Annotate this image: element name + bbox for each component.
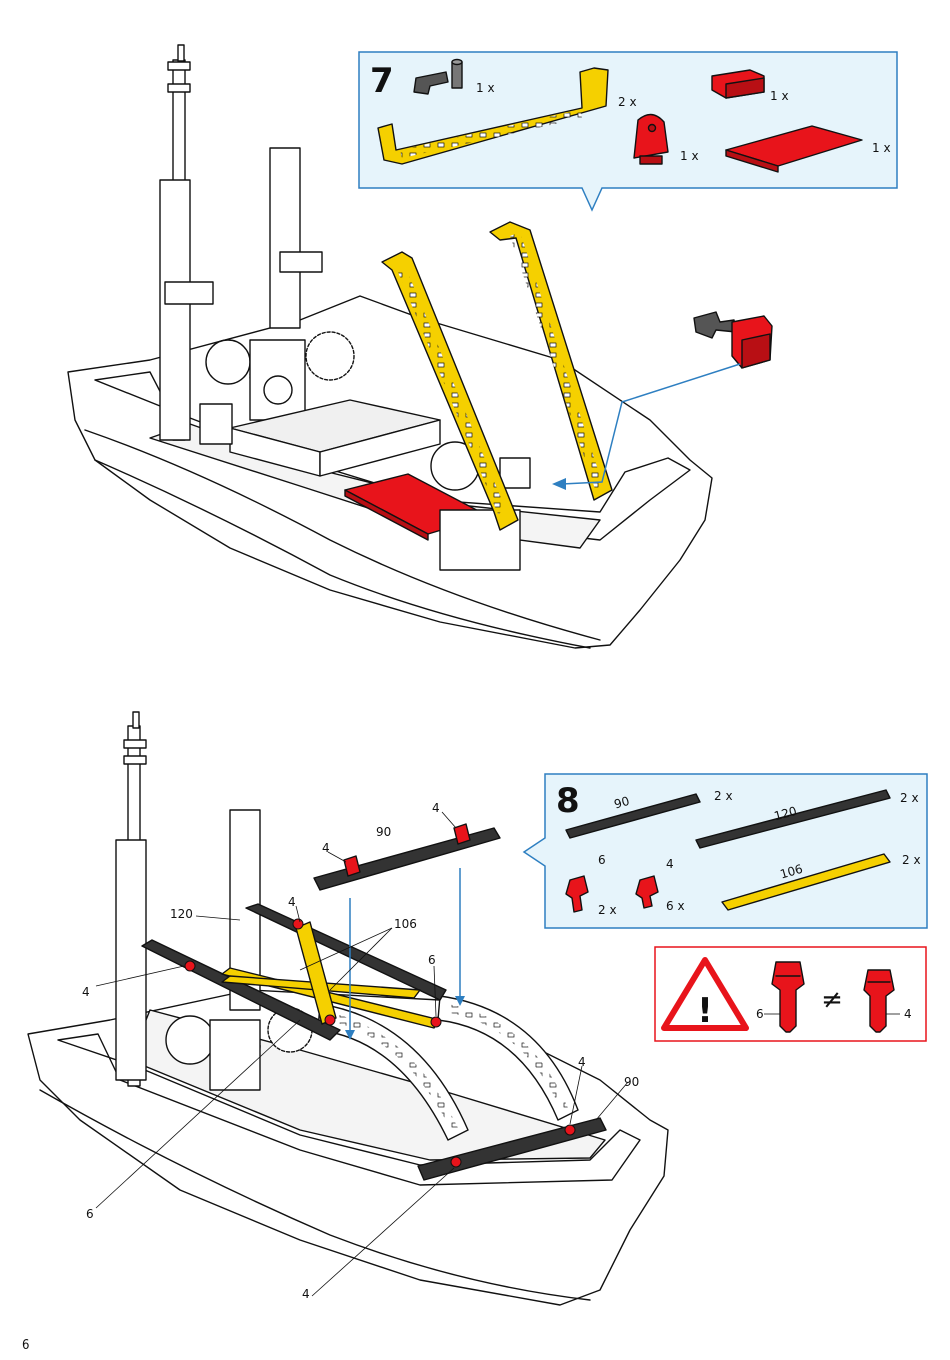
drop-guides-step8	[349, 868, 461, 1036]
callout-4-left: 4	[82, 985, 90, 999]
strut-90-qty: 2 x	[714, 789, 733, 803]
callout-4-mid: 4	[288, 895, 296, 909]
mast-step7	[159, 44, 191, 441]
rivet-6-label: 6	[598, 853, 606, 867]
callout-4-left-top: 4	[322, 841, 330, 855]
red-clip-block-part	[711, 69, 765, 99]
red-pivot-bracket-qty: 1 x	[680, 149, 699, 163]
rivet-6-part	[565, 875, 589, 913]
strut-106-qty: 2 x	[902, 853, 921, 867]
page-number: 6	[22, 1338, 30, 1353]
warning-triangle-icon: !	[661, 957, 749, 1031]
strut-106-upright	[295, 921, 337, 1025]
warning-label-4: 4	[904, 1007, 912, 1021]
red-clip-with-lever	[693, 311, 773, 369]
callout-120: 120	[170, 907, 193, 921]
arch-right	[437, 995, 579, 1121]
svg-text:!: !	[697, 991, 713, 1031]
mast-step8	[115, 711, 147, 1087]
callout-4-bottom: 4	[302, 1287, 310, 1301]
strut-106-part	[721, 853, 891, 911]
callout-90-top: 90	[376, 825, 391, 839]
rivet-6-warning-icon	[771, 961, 805, 1033]
red-clip-block-qty: 1 x	[770, 89, 789, 103]
strut-90-part	[565, 793, 701, 839]
callout-106: 106	[394, 917, 417, 931]
step7-parts-panel: 7 1 x 2 x 1 x 1 x	[358, 51, 898, 212]
strut-90-label: 90	[612, 794, 631, 812]
pivot-lever-qty: 1 x	[476, 81, 495, 95]
guide-line-step7	[561, 363, 741, 485]
red-pivot-bracket-part	[633, 113, 669, 165]
warning-label-6: 6	[756, 1007, 764, 1021]
pivot-lever-part	[413, 58, 463, 95]
rivet-4-part	[635, 875, 659, 909]
red-plate-part	[725, 125, 863, 173]
column-step7	[269, 147, 301, 329]
strut-90-front	[417, 1117, 607, 1181]
rivet-4-label: 4	[666, 857, 674, 871]
arch-left	[317, 1003, 469, 1141]
step7-number: 7	[370, 61, 394, 101]
warning-box: ! 6 ≠ 4	[654, 946, 927, 1042]
callout-4-right: 4	[578, 1055, 586, 1069]
rivet-4-warning-icon	[863, 969, 895, 1033]
callout-90-right: 90	[624, 1075, 639, 1089]
rivet-6-qty: 2 x	[598, 903, 617, 917]
step8-parts-panel: 8 90 2 x 120 2 x 106 2 x 6 2 x 4 6 x	[522, 773, 928, 929]
red-plate-qty: 1 x	[872, 141, 891, 155]
not-equal-symbol: ≠	[821, 985, 843, 1015]
strut-106-label: 106	[778, 862, 804, 882]
strut-120-qty: 2 x	[900, 791, 919, 805]
yellow-u-girder-qty: 2 x	[618, 95, 637, 109]
step7-boat-assembly	[67, 44, 773, 649]
strut-90-floating	[313, 823, 501, 891]
gear-set-step7	[205, 331, 355, 421]
strut-120-label: 120	[773, 804, 799, 823]
callout-6-bottom: 6	[86, 1207, 94, 1221]
callout-6-right: 6	[428, 953, 436, 967]
step8-boat-assembly	[27, 711, 669, 1306]
rivet-4-qty: 6 x	[666, 899, 685, 913]
strut-120-part	[695, 789, 891, 849]
callout-4-top: 4	[432, 801, 440, 815]
step8-number: 8	[556, 781, 580, 821]
yellow-u-girder-part	[377, 67, 609, 165]
